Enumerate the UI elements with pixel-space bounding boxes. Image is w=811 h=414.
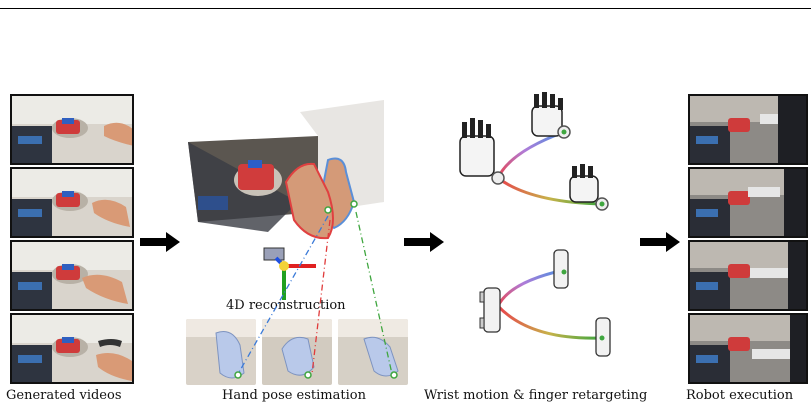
gripper-icon — [553, 249, 569, 289]
robot-hand-icon — [569, 164, 609, 211]
arrow-icon — [140, 232, 180, 252]
robot-frame-3 — [688, 240, 808, 311]
video-frame-4 — [10, 313, 134, 384]
robot-hand-icon — [531, 92, 571, 139]
hand-pose-thumb-3 — [338, 319, 408, 385]
arrow-icon — [404, 232, 444, 252]
caption-4d-reconstruction: 4D reconstruction — [226, 298, 346, 313]
caption-hand-pose-estimation: Hand pose estimation — [222, 388, 366, 403]
arrow-icon — [640, 232, 680, 252]
caption-retargeting: Wrist motion & finger retargeting — [424, 388, 648, 403]
robot-frame-1 — [688, 94, 808, 165]
video-frame-3-image — [12, 242, 132, 309]
robot-frame-2-image — [690, 169, 806, 236]
caption-robot-execution: Robot execution — [686, 388, 794, 403]
robot-frame-4 — [688, 313, 808, 384]
robot-frame-1-image — [690, 96, 806, 163]
top-rule — [0, 8, 811, 9]
caption-generated-videos: Generated videos — [6, 388, 122, 403]
video-frame-2 — [10, 167, 134, 238]
retargeting-diagram — [459, 92, 611, 357]
point-cloud-scene — [188, 100, 384, 240]
hand-pose-thumb-1-image — [186, 319, 256, 385]
video-frame-2-image — [12, 169, 132, 236]
hand-pose-thumb-1 — [186, 319, 256, 385]
robot-frame-2 — [688, 167, 808, 238]
gripper-icon — [479, 287, 501, 333]
video-frame-4-image — [12, 315, 132, 382]
video-frame-1-image — [12, 96, 132, 163]
hand-pose-thumb-3-image — [338, 319, 408, 385]
video-frame-1 — [10, 94, 134, 165]
video-frame-3 — [10, 240, 134, 311]
hand-pose-thumb-2-image — [262, 319, 332, 385]
robot-hand-icon — [459, 118, 505, 185]
robot-frame-3-image — [690, 242, 806, 309]
robot-frame-4-image — [690, 315, 806, 382]
correspondence-lines — [237, 211, 393, 375]
hand-pose-thumb-2 — [262, 319, 332, 385]
gripper-icon — [595, 317, 611, 357]
